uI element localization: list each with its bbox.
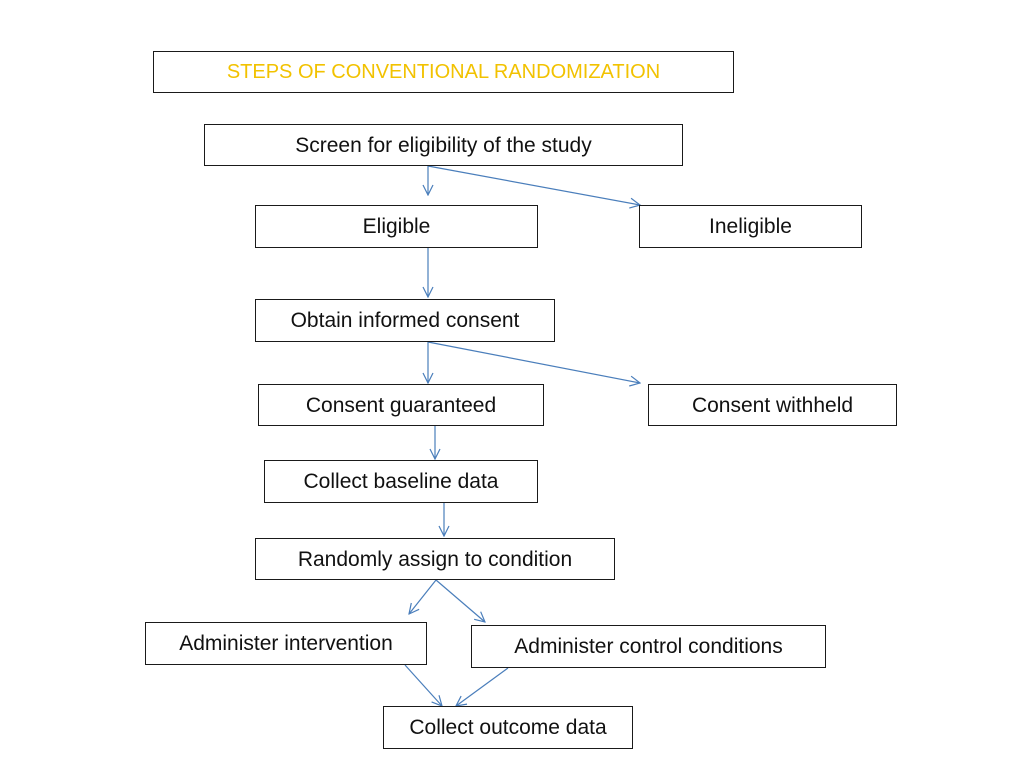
node-consent-withheld-label: Consent withheld — [691, 393, 854, 417]
diagram-title: STEPS OF CONVENTIONAL RANDOMIZATION — [153, 51, 734, 93]
node-collect-baseline-label: Collect baseline data — [303, 470, 499, 493]
node-administer-control: Administer control conditions — [471, 625, 826, 668]
node-administer-intervention: Administer intervention — [145, 622, 427, 665]
node-screen-eligibility-label: Screen for eligibility of the study — [295, 133, 592, 157]
node-eligible: Eligible — [255, 205, 538, 248]
node-collect-baseline: Collect baseline data — [264, 460, 538, 503]
node-random-assign: Randomly assign to condition — [255, 538, 615, 580]
node-consent-guaranteed-label: Consent guaranteed — [305, 393, 497, 417]
node-collect-outcome-label: Collect outcome data — [409, 716, 607, 739]
node-ineligible: Ineligible — [639, 205, 862, 248]
node-consent-withheld: Consent withheld — [648, 384, 897, 426]
node-random-assign-label: Randomly assign to condition — [297, 547, 573, 571]
node-ineligible-label: Ineligible — [709, 215, 792, 238]
arrow-screen-to-ineligible — [427, 165, 640, 205]
node-collect-outcome: Collect outcome data — [383, 706, 633, 749]
node-obtain-consent: Obtain informed consent — [255, 299, 555, 342]
node-screen-eligibility: Screen for eligibility of the study — [204, 124, 683, 166]
arrow-intervention-to-outcome — [404, 664, 442, 706]
arrow-randomize-to-control — [435, 579, 485, 622]
node-eligible-label: Eligible — [362, 215, 431, 238]
node-administer-control-label: Administer control conditions — [514, 635, 783, 658]
arrow-randomize-to-intervention — [409, 579, 437, 614]
diagram-title-text: STEPS OF CONVENTIONAL RANDOMIZATION — [226, 61, 661, 83]
node-consent-guaranteed: Consent guaranteed — [258, 384, 544, 426]
node-administer-intervention-label: Administer intervention — [179, 632, 393, 655]
node-obtain-consent-label: Obtain informed consent — [290, 309, 520, 332]
arrow-control-to-outcome — [456, 667, 509, 706]
arrow-consent-to-withheld — [427, 341, 640, 383]
